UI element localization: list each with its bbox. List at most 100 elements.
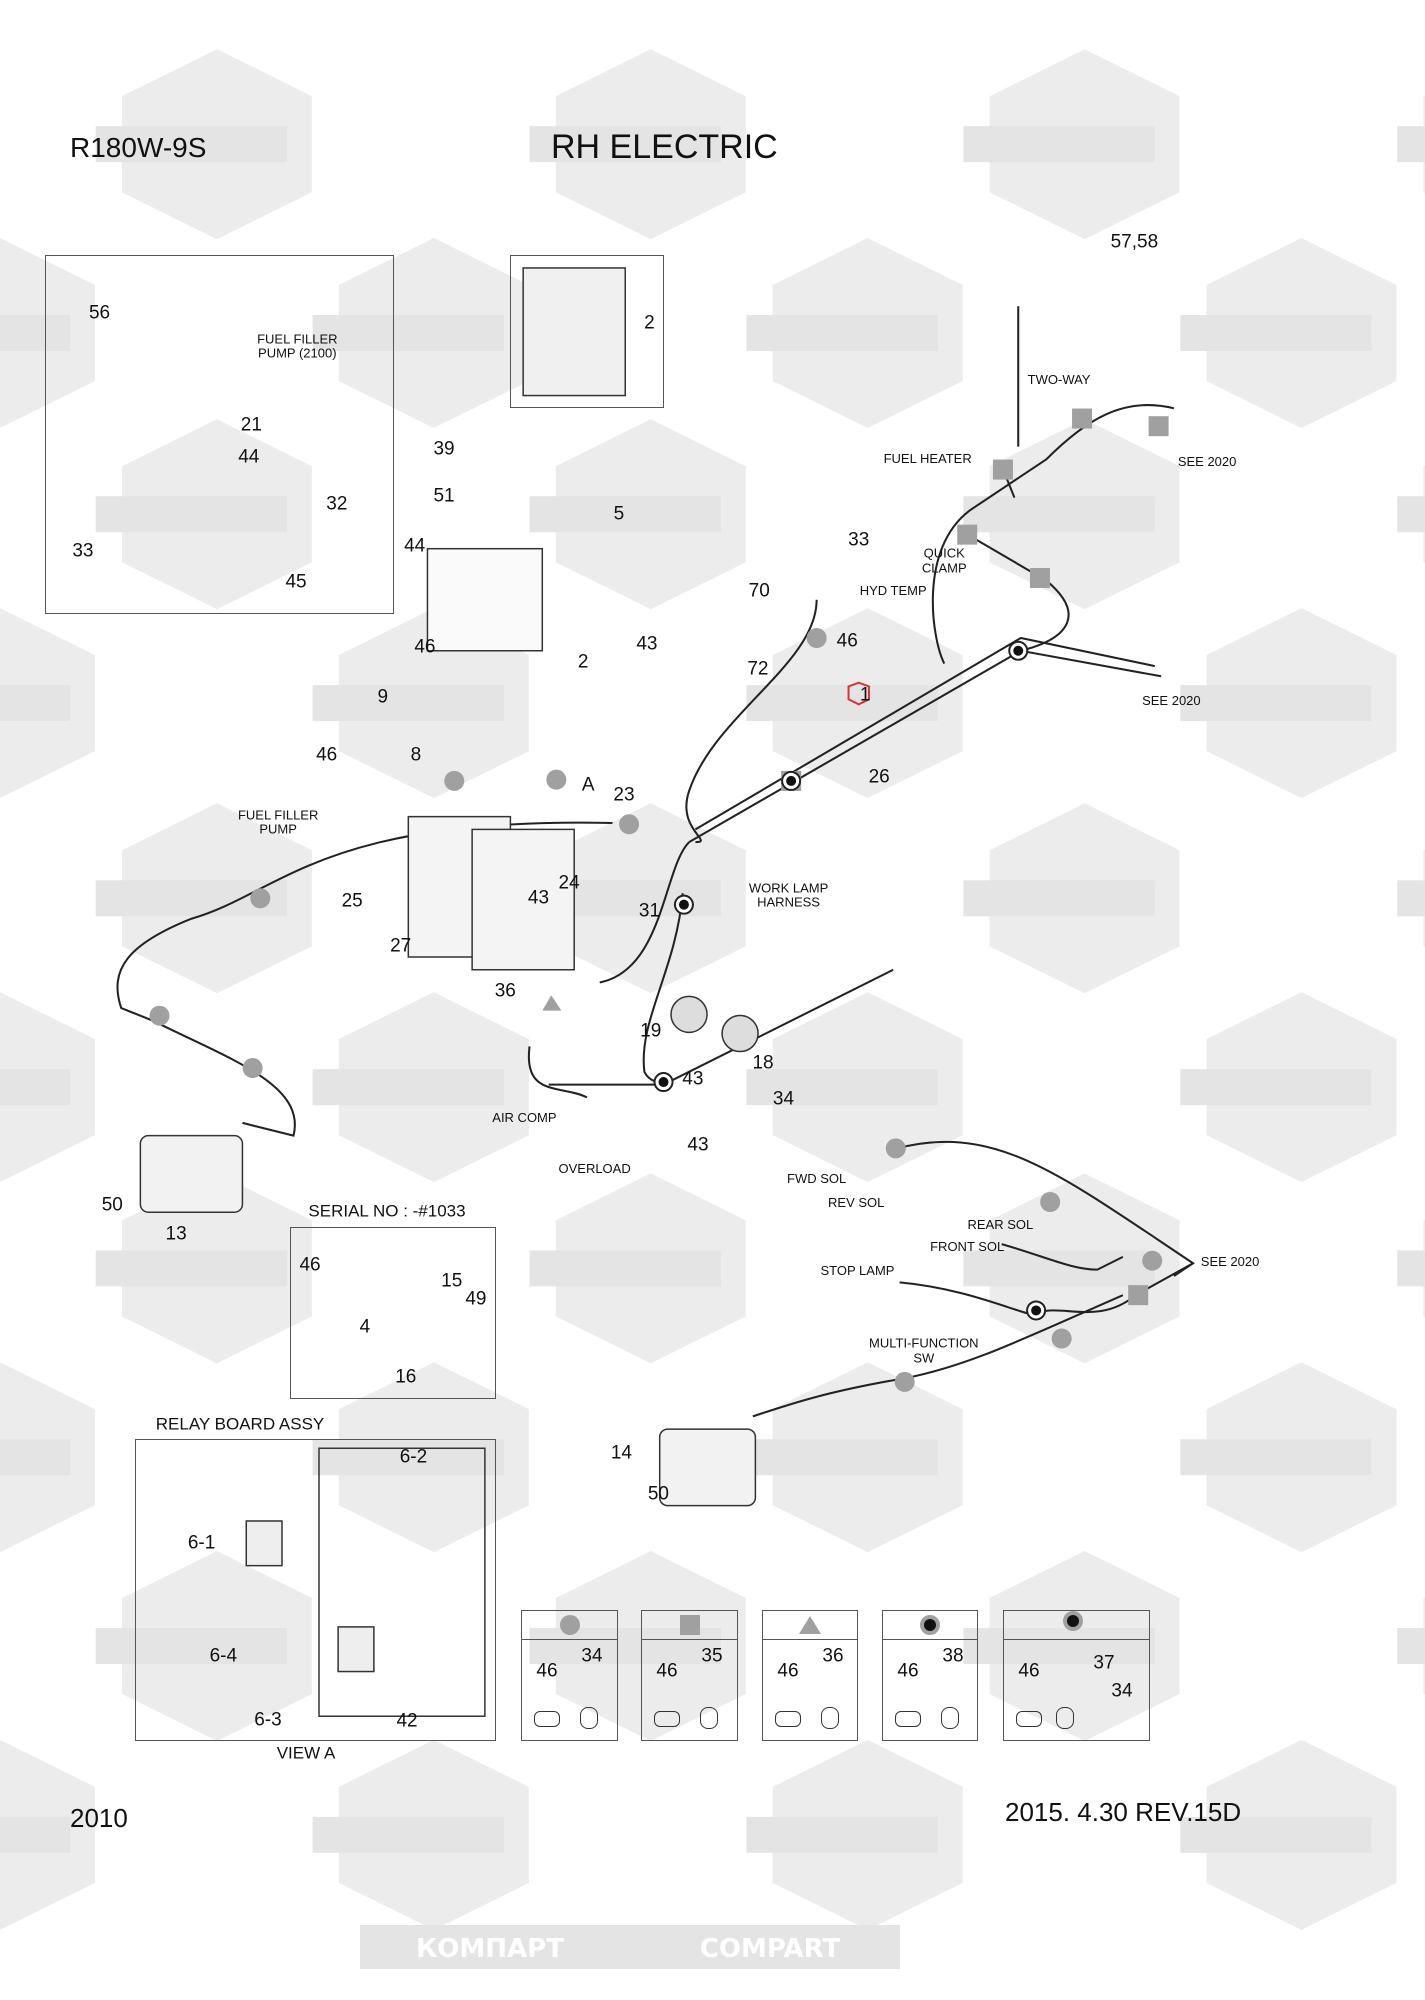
- watermark-band: [95, 1628, 288, 1665]
- legend-symbol-triangle-icon: [799, 1616, 821, 1634]
- part-callout: 57,58: [1110, 231, 1159, 253]
- part-callout: 50: [101, 1194, 123, 1216]
- part-callout: 6-3: [254, 1709, 282, 1731]
- part-callout: 44: [404, 535, 426, 557]
- controller-inset: [510, 255, 664, 408]
- legend-divider: [763, 1639, 857, 1640]
- controller-module: [522, 267, 626, 397]
- clamp-marker-circle: [444, 770, 465, 791]
- clamp-marker-circle: [250, 888, 271, 909]
- location-label: HYD TEMP: [859, 582, 927, 598]
- watermark-band: [1180, 1816, 1372, 1853]
- clamp-marker-dot-center: [678, 899, 689, 910]
- watermark-band: [95, 496, 288, 533]
- location-label: FUEL FILLER PUMP: [237, 807, 319, 838]
- battery: [471, 828, 575, 971]
- location-label: STOP LAMP: [820, 1262, 895, 1278]
- bolt-icon: [654, 1711, 680, 1727]
- watermark-band: [1397, 126, 1425, 163]
- relay: [245, 1520, 283, 1567]
- location-label: FUEL FILLER PUMP (2100): [257, 331, 338, 362]
- legend-part-callout: 46: [656, 1660, 678, 1682]
- part-callout: 32: [326, 493, 348, 515]
- watermark-band: [963, 496, 1155, 533]
- watermark-band: [1180, 1069, 1372, 1106]
- watermark-band: [0, 1069, 71, 1106]
- part-callout: 33: [848, 529, 870, 551]
- clamp-marker-dot-center: [1031, 1305, 1042, 1316]
- clamp-marker-square: [992, 459, 1013, 480]
- location-label: FWD SOL: [787, 1170, 847, 1186]
- location-label: OVERLOAD: [558, 1160, 631, 1176]
- part-callout: 43: [687, 1134, 709, 1156]
- serial-number-label: SERIAL NO : -#1033: [308, 1201, 466, 1221]
- clamp-marker-dot-center: [786, 775, 797, 786]
- legend-symbol-square-icon: [679, 1615, 700, 1635]
- clamp-marker-circle: [149, 1005, 170, 1026]
- clamp-marker-circle: [885, 1138, 906, 1159]
- watermark-band: [312, 315, 505, 352]
- clamp-icon: [821, 1707, 839, 1729]
- part-callout: 13: [165, 1223, 187, 1245]
- clamp-marker-circle: [1051, 1328, 1072, 1349]
- model-name: R180W-9S: [70, 132, 207, 163]
- location-label: AIR COMP: [492, 1109, 557, 1125]
- bolt-icon: [1016, 1711, 1042, 1727]
- legend-part-callout: 46: [1018, 1660, 1040, 1682]
- legend-divider: [522, 1639, 617, 1640]
- wire-harness: [599, 841, 690, 984]
- location-label: FRONT SOL: [930, 1238, 1005, 1254]
- controller-unit: [426, 547, 544, 652]
- legend-part-callout: 46: [777, 1660, 799, 1682]
- location-label: SEE 2020: [1177, 453, 1237, 469]
- legend-divider: [1004, 1639, 1149, 1640]
- watermark-band: [1397, 1250, 1425, 1287]
- highlight-hexagon: [847, 681, 870, 706]
- location-label: REAR SOL: [967, 1216, 1034, 1232]
- legend-part-callout: 34: [1111, 1680, 1133, 1702]
- part-callout: 24: [558, 872, 580, 894]
- legend-symbol-circle-icon: [559, 1615, 580, 1635]
- watermark-band: [963, 1628, 1155, 1665]
- bolt-icon: [534, 1711, 560, 1727]
- location-label: WORK LAMP HARNESS: [748, 880, 829, 910]
- watermark-band: [963, 1250, 1155, 1287]
- part-callout: 9: [377, 686, 389, 708]
- revision-date: 2015. 4.30 REV.15D: [1005, 1797, 1242, 1827]
- clamp-marker-dot-center: [658, 1077, 669, 1088]
- watermark-band: [312, 685, 505, 722]
- legend-divider: [883, 1639, 977, 1640]
- location-label: FUEL HEATER: [883, 451, 972, 467]
- part-callout: 27: [390, 935, 412, 957]
- watermark-band: [0, 315, 71, 352]
- relay-board-plate: [318, 1447, 486, 1717]
- clamp-marker-square: [1148, 416, 1169, 437]
- part-callout: 19: [640, 1020, 662, 1042]
- part-callout: 2: [577, 651, 589, 673]
- part-callout: 39: [433, 438, 455, 460]
- watermark-band: [0, 685, 71, 722]
- part-callout: 15: [441, 1270, 463, 1292]
- part-callout: 6-1: [187, 1532, 216, 1554]
- part-callout: 51: [433, 485, 455, 507]
- part-callout: 42: [396, 1710, 418, 1732]
- part-callout: 21: [240, 414, 262, 436]
- legend-part-callout: 46: [897, 1660, 919, 1682]
- watermark-band: [746, 1816, 938, 1853]
- part-callout: 6-2: [399, 1446, 428, 1468]
- watermark-band: [1397, 496, 1425, 533]
- part-callout: 33: [72, 540, 94, 562]
- part-callout: 56: [88, 302, 111, 324]
- watermark-text: COMPART: [700, 1934, 841, 1964]
- watermark-band: [963, 880, 1155, 917]
- clamp-marker-square: [957, 524, 978, 545]
- relay-board-title: RELAY BOARD ASSY: [155, 1414, 325, 1434]
- clamp-marker-circle: [894, 1371, 915, 1392]
- relay-board-inset: [135, 1439, 496, 1741]
- relay: [337, 1626, 375, 1673]
- clamp-icon: [1056, 1707, 1074, 1729]
- watermark-band: [1180, 315, 1372, 352]
